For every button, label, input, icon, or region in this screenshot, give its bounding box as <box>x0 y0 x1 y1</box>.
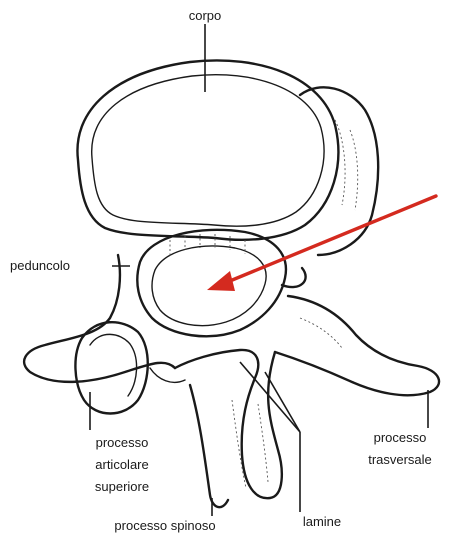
label-processo-spinoso: processo spinoso <box>114 518 215 533</box>
arrow-head <box>207 271 235 291</box>
label-processo-articolare-1: processo <box>96 435 149 450</box>
label-processo-trasversale-1: processo <box>374 430 427 445</box>
label-processo-trasversale-2: trasversale <box>368 452 432 467</box>
label-processo-articolare-3: superiore <box>95 479 149 494</box>
label-processo-articolare-2: articolare <box>95 457 148 472</box>
vertebral-foramen <box>137 230 286 336</box>
vertebral-body <box>77 60 378 255</box>
red-arrow <box>207 196 436 291</box>
right-transverse-process <box>275 268 439 395</box>
label-corpo: corpo <box>189 8 222 23</box>
spinous-process <box>150 350 282 507</box>
label-peduncolo: peduncolo <box>10 258 70 273</box>
label-lamine: lamine <box>303 514 341 529</box>
